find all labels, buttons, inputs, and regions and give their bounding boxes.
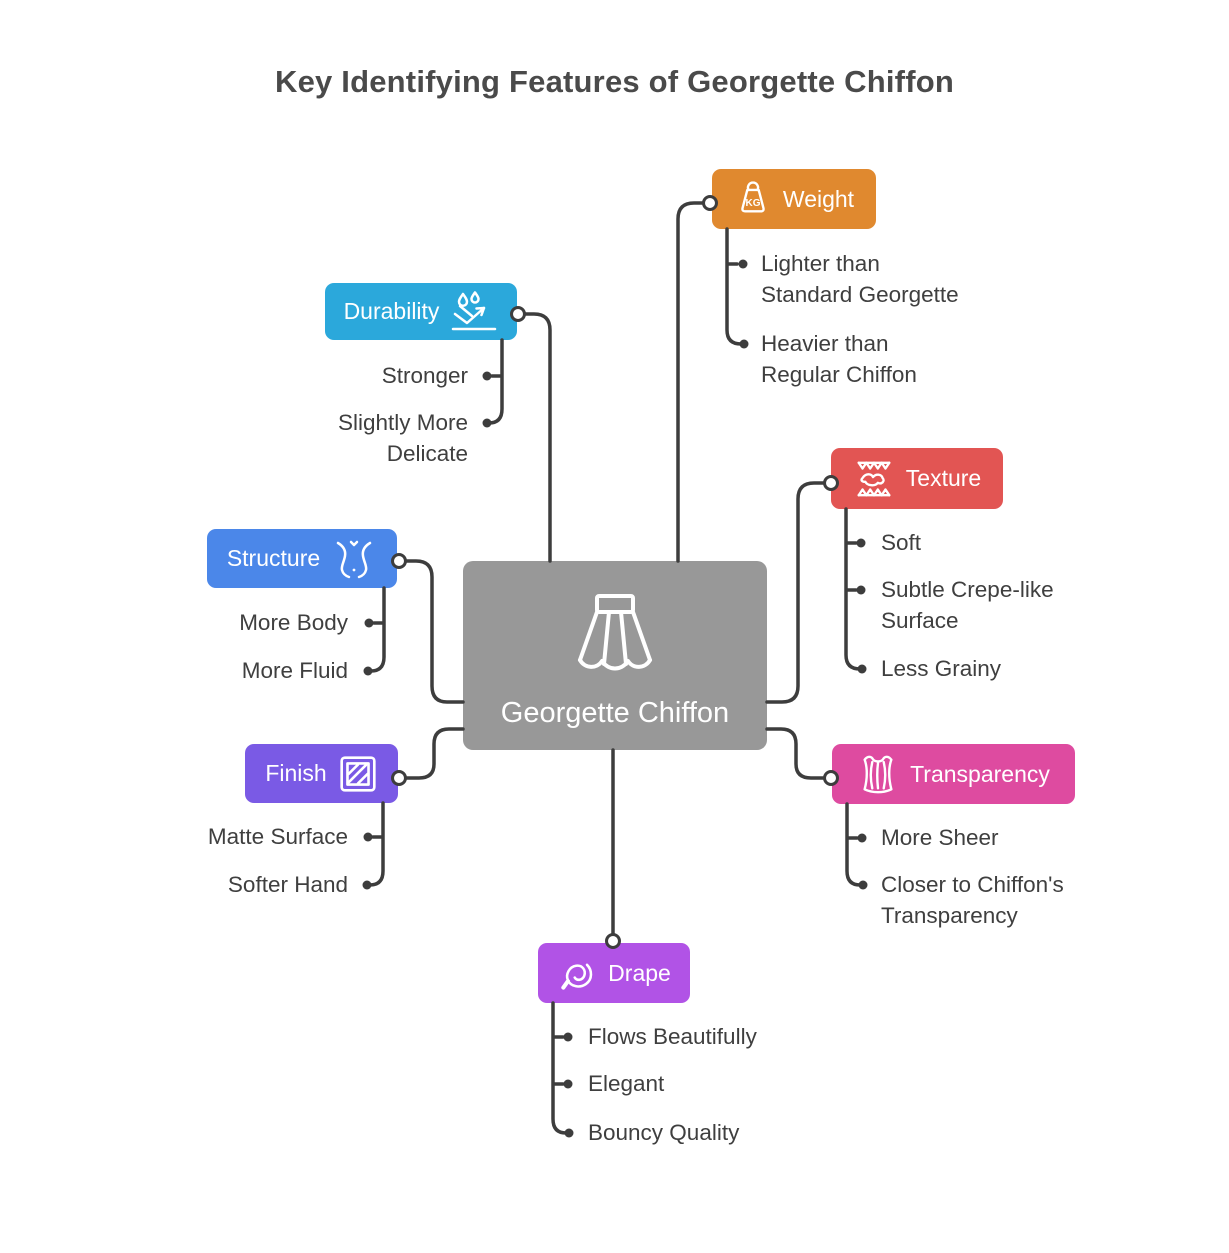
skirt-icon [578, 594, 652, 671]
spine-structure [369, 586, 386, 673]
branch-node-texture: Texture [831, 448, 1003, 509]
weight-kg-icon: KG [741, 181, 765, 213]
bullet [364, 618, 374, 628]
child-item-finish-1: Softer Hand [227, 872, 348, 897]
branch-label-texture: Texture [905, 465, 982, 491]
branch-node-finish: Finish [245, 744, 398, 803]
svg-text:KG: KG [745, 198, 760, 209]
child-item-finish-0: Matte Surface [207, 824, 348, 849]
connector-finish [405, 727, 465, 780]
connector-transparency [765, 727, 825, 780]
bullet [856, 585, 866, 595]
child-item-transparency-1: Closer to Chiffon's Transparency [881, 872, 1064, 928]
child-item-transparency-0: More Sheer [881, 825, 999, 850]
connector-durability [523, 312, 552, 563]
branch-label-drape: Drape [608, 959, 671, 986]
branch-node-structure: Structure [207, 529, 397, 588]
bullet [563, 1032, 573, 1042]
child-item-drape-1: Elegant [588, 1071, 665, 1096]
child-item-texture-2: Less Grainy [881, 656, 1002, 681]
branch-node-transparency: Transparency [832, 744, 1075, 804]
bullet [739, 339, 749, 349]
torso-icon [336, 540, 372, 578]
child-item-drape-0: Flows Beautifully [588, 1024, 757, 1049]
connector-texture [765, 481, 825, 704]
spine-transparency [845, 802, 862, 887]
corset-icon [863, 755, 893, 794]
bullet [858, 880, 868, 890]
hatched-square-icon [340, 755, 376, 792]
spine-durability [487, 338, 504, 425]
branch-label-durability: Durability [343, 298, 440, 324]
central-node-georgette-chiffon: Georgette Chiffon [463, 561, 767, 750]
bullet [563, 1079, 573, 1089]
child-item-structure-0: More Body [239, 610, 348, 635]
bullet [738, 259, 748, 269]
fabric-swirl-icon [561, 963, 593, 990]
connector-weight [676, 201, 704, 563]
child-item-durability-1: Slightly More Delicate [337, 410, 468, 466]
bullet [482, 418, 492, 428]
bullet [362, 880, 372, 890]
branch-label-transparency: Transparency [910, 760, 1050, 787]
spine-drape [551, 1001, 568, 1135]
branch-label-finish: Finish [265, 760, 327, 786]
branch-label-structure: Structure [226, 545, 321, 571]
connector-structure [405, 559, 465, 704]
child-item-drape-2: Bouncy Quality [588, 1120, 740, 1145]
bullet [482, 371, 492, 381]
fabric-texture-icon [857, 461, 891, 496]
spine-finish [368, 801, 385, 887]
bullet [857, 833, 867, 843]
branch-node-durability: Durability [325, 283, 517, 340]
bullet [857, 664, 867, 674]
child-item-texture-1: Subtle Crepe-like Surface [881, 577, 1054, 633]
child-item-weight-1: Heavier than Regular Chiffon [761, 331, 917, 387]
branch-node-drape: Drape [538, 943, 690, 1003]
bullet [363, 666, 373, 676]
child-item-weight-0: Lighter than Standard Georgette [761, 251, 959, 307]
child-item-texture-0: Soft [881, 530, 922, 555]
bullet [363, 832, 373, 842]
child-item-durability-0: Stronger [381, 363, 468, 388]
branch-node-weight: KG Weight [712, 169, 876, 229]
central-node-label: Georgette Chiffon [500, 697, 730, 729]
bullet [856, 538, 866, 548]
spine-weight [725, 227, 743, 346]
child-item-structure-1: More Fluid [241, 658, 348, 683]
spine-texture [844, 507, 862, 671]
branch-label-weight: Weight [782, 185, 855, 212]
water-repel-icon [452, 290, 497, 330]
bullet [564, 1128, 574, 1138]
page-title: Key Identifying Features of Georgette Ch… [275, 64, 954, 99]
